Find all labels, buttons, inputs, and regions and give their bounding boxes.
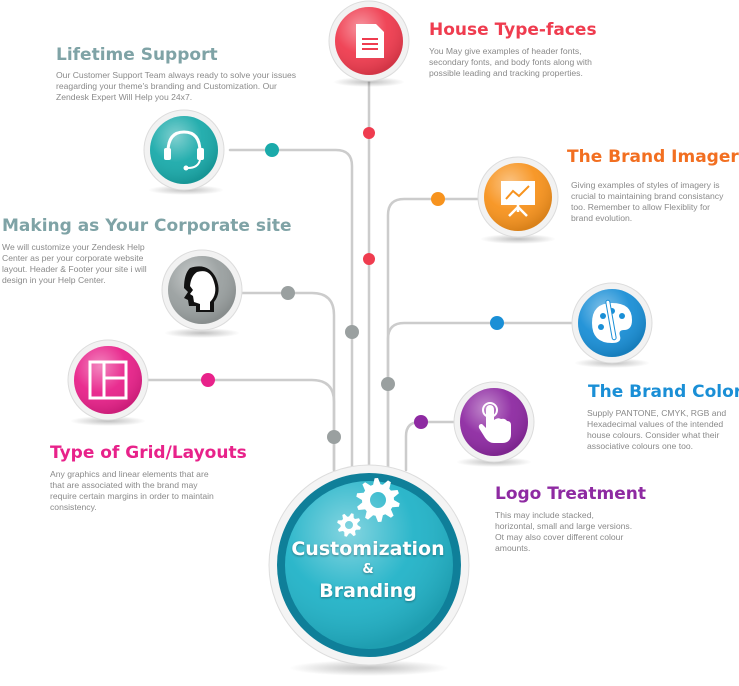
heading-logo-treatment: Logo Treatment: [495, 484, 646, 504]
gears-icon: [337, 478, 400, 537]
dot-logo: [414, 415, 428, 429]
desc-corporate-site: We will customize your Zendesk Help Cent…: [2, 242, 147, 285]
grid-layout-icon: [88, 360, 128, 400]
node-grid-layouts: [67, 339, 149, 421]
center-label-amp: &: [362, 562, 374, 577]
desc-house-typefaces: You May give examples of header fonts, s…: [429, 46, 592, 78]
connector-brand-colors: [386, 321, 575, 472]
node-house-typefaces: [328, 0, 410, 82]
gear-large: [356, 478, 400, 522]
desc-lifetime-support: Our Customer Support Team always ready t…: [56, 70, 297, 102]
connector-corporate: [238, 291, 336, 472]
heading-lifetime-support: Lifetime Support: [56, 45, 218, 65]
connector-grid: [146, 378, 336, 472]
dot-grid-1: [201, 373, 215, 387]
desc-brand-colors: Supply PANTONE, CMYK, RGB and Hexadecima…: [587, 408, 727, 451]
desc-brand-imagery: Giving examples of styles of imagery is …: [571, 180, 724, 223]
node-lifetime-support: [143, 109, 225, 191]
dot-colors-1: [490, 316, 504, 330]
document-icon: [356, 24, 384, 58]
head-profile-icon: [184, 266, 219, 312]
desc-grid-layouts: Any graphics and linear elements that ar…: [50, 469, 214, 512]
heading-brand-colors: The Brand Colors: [588, 382, 739, 402]
center-node: [268, 464, 470, 666]
connector-lifetime: [228, 148, 354, 472]
node-logo-treatment: [453, 381, 535, 463]
palette-icon: [592, 299, 632, 343]
heading-brand-imagery: The Brand Imagery: [567, 147, 739, 167]
dot-grid-2: [327, 430, 341, 444]
node-corporate-site: [161, 249, 243, 331]
connector-imagery: [386, 197, 483, 472]
dot-corporate-2: [345, 325, 359, 339]
dot-corporate-1: [281, 286, 295, 300]
heading-grid-layouts: Type of Grid/Layouts: [50, 443, 247, 463]
node-shadows: [70, 77, 650, 676]
connector-lines: [146, 78, 575, 472]
gear-small: [337, 513, 361, 537]
node-brand-imagery: [477, 156, 559, 238]
connector-dots: [201, 127, 504, 444]
heading-house-typefaces: House Type-faces: [429, 20, 597, 40]
desc-logo-treatment: This may include stacked, horizontal, sm…: [495, 510, 633, 553]
dot-imagery: [431, 192, 445, 206]
center-label-line2: Branding: [319, 580, 417, 602]
center-label: Customization & Branding: [278, 536, 458, 604]
heading-corporate-site: Making as Your Corporate site: [2, 216, 292, 236]
center-label-line1: Customization: [291, 538, 445, 560]
headset-icon: [164, 130, 204, 171]
node-brand-colors: [571, 282, 653, 364]
dot-house-1: [363, 127, 375, 139]
connector-logo: [404, 420, 460, 472]
touch-hand-icon: [478, 402, 511, 443]
dot-house-2: [363, 253, 375, 265]
dot-colors-2: [381, 377, 395, 391]
presentation-chart-icon: [501, 181, 535, 217]
dot-lifetime: [265, 143, 279, 157]
